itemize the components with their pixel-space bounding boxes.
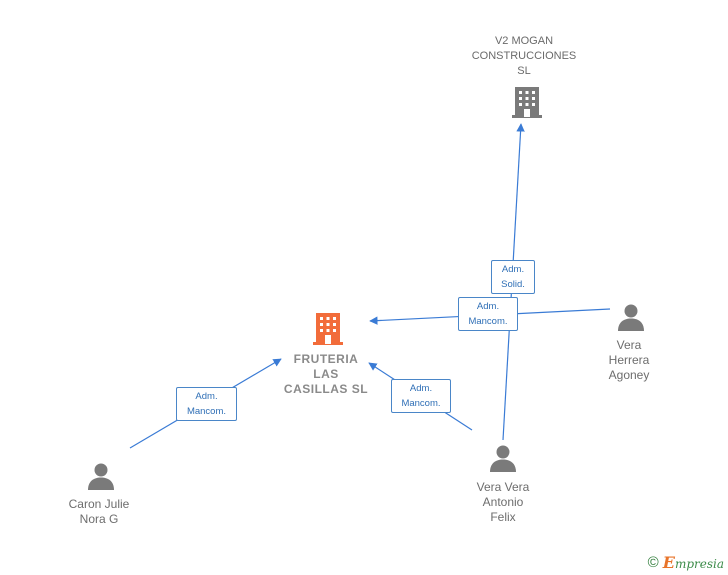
caron-julie-label[interactable]: Caron Julie Nora G bbox=[68, 497, 130, 526]
v2-mogan-label[interactable]: V2 MOGAN CONSTRUCCIONES SL bbox=[471, 35, 577, 77]
relation-label-adm-solid[interactable]: Adm. Solid. bbox=[491, 260, 535, 294]
person-icon[interactable] bbox=[86, 461, 116, 491]
vera-herrera-label[interactable]: Vera Herrera Agoney bbox=[608, 338, 650, 382]
relation-label-adm-mancom-left[interactable]: Adm. Mancom. bbox=[176, 387, 237, 421]
empresia-logo[interactable]: Empresia bbox=[663, 553, 724, 572]
person-icon[interactable] bbox=[488, 443, 518, 473]
footer-credit: © Empresia bbox=[648, 553, 724, 572]
relation-line1: Adm. bbox=[501, 264, 525, 275]
vera-vera-label[interactable]: Vera Vera Antonio Felix bbox=[476, 480, 530, 524]
relation-line1: Adm. bbox=[409, 383, 433, 394]
relation-line1: Adm. bbox=[195, 391, 218, 402]
brand-rest: mpresia bbox=[674, 557, 724, 571]
relation-line2: Solid. bbox=[501, 279, 525, 290]
relation-label-adm-mancom-top[interactable]: Adm. Mancom. bbox=[458, 297, 518, 331]
building-icon[interactable] bbox=[311, 311, 345, 347]
relation-line2: Mancom. bbox=[468, 316, 508, 327]
building-icon[interactable] bbox=[510, 85, 544, 119]
relation-line1: Adm. bbox=[476, 301, 500, 312]
fruteria-label[interactable]: FRUTERIA LAS CASILLAS SL bbox=[283, 352, 369, 396]
relation-line2: Mancom. bbox=[186, 406, 227, 417]
brand-initial: E bbox=[662, 553, 675, 572]
person-icon[interactable] bbox=[616, 302, 646, 332]
relation-label-adm-mancom-right[interactable]: Adm. Mancom. bbox=[391, 379, 451, 413]
relation-line2: Mancom. bbox=[401, 398, 441, 409]
copyright-icon: © bbox=[647, 554, 659, 571]
